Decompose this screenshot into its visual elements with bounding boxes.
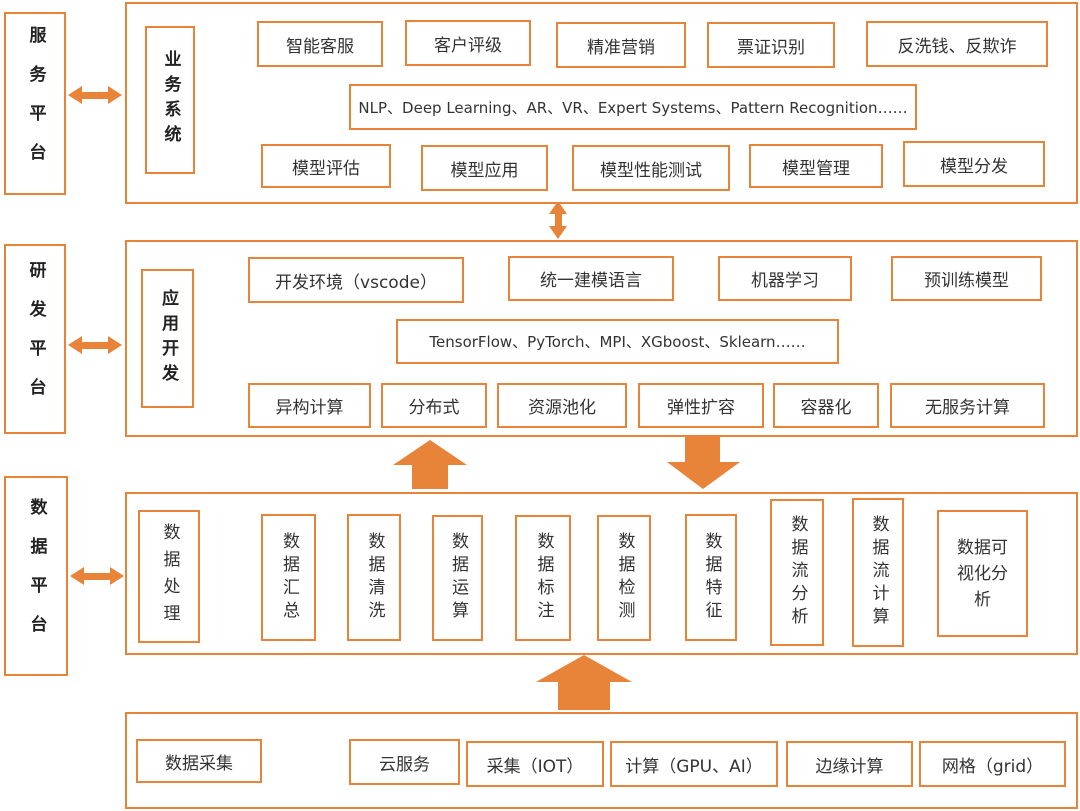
rnd-resource-pool: 资源池化 [497, 383, 627, 428]
service-layer-title: 业务系统 [145, 26, 195, 174]
service-platform-label: 服务平台 [4, 12, 66, 195]
service-item-smart-cs: 智能客服 [257, 21, 383, 67]
double-arrow-data [70, 567, 124, 585]
collect-data: 数据采集 [136, 739, 262, 783]
up-arrow-data-to-rnd [393, 440, 467, 489]
rnd-ml: 机器学习 [718, 256, 852, 301]
service-tech-stack: NLP、Deep Learning、AR、VR、Expert Systems、P… [349, 84, 917, 130]
model-app: 模型应用 [421, 145, 548, 191]
rnd-dev-env: 开发环境（vscode） [248, 257, 464, 303]
model-eval: 模型评估 [261, 144, 391, 188]
service-item-rating: 客户评级 [405, 20, 531, 66]
data-item-stream-analysis: 数据流分析 [770, 499, 824, 646]
collect-gpu: 计算（GPU、AI） [610, 741, 778, 787]
up-arrow-collection-to-data [536, 655, 632, 710]
rnd-distributed: 分布式 [381, 383, 487, 428]
rnd-uml: 统一建模语言 [508, 256, 674, 301]
down-arrow-rnd-to-data [667, 437, 740, 489]
model-manage: 模型管理 [749, 144, 883, 188]
data-item-label: 数据标注 [515, 515, 571, 641]
rnd-elastic: 弹性扩容 [638, 383, 764, 428]
service-item-ticket: 票证识别 [707, 22, 835, 68]
double-arrow-service-rnd [549, 201, 567, 239]
rnd-layer-title: 应用开发 [141, 269, 194, 408]
data-platform-label: 数据平台 [4, 476, 68, 676]
rnd-tech-stack: TensorFlow、PyTorch、MPI、XGboost、Sklearn…… [396, 319, 839, 364]
data-item-clean: 数据清洗 [347, 514, 401, 641]
double-arrow-rnd [68, 336, 122, 354]
service-item-marketing: 精准营销 [556, 22, 686, 68]
rnd-pretrained: 预训练模型 [891, 256, 1042, 301]
model-perf-test: 模型性能测试 [572, 145, 730, 191]
data-visual-analysis: 数据可视化分析 [937, 510, 1028, 637]
data-visual-analysis-text: 数据可视化分析 [957, 537, 1008, 610]
model-distribute: 模型分发 [903, 141, 1045, 187]
data-item-summary: 数据汇总 [261, 514, 316, 641]
rnd-container: 容器化 [773, 383, 879, 428]
rnd-hetero-compute: 异构计算 [248, 383, 371, 428]
data-item-compute: 数据运算 [432, 515, 483, 641]
rnd-platform-label: 研发平台 [4, 244, 66, 434]
data-item-stream-compute: 数据流计算 [852, 498, 904, 647]
collect-iot: 采集（IOT） [466, 741, 604, 787]
collect-cloud: 云服务 [349, 739, 460, 785]
data-item-detect: 数据检测 [597, 515, 651, 641]
double-arrow-service [68, 86, 122, 104]
collect-edge: 边缘计算 [786, 741, 913, 787]
collect-grid: 网格（grid） [919, 741, 1066, 787]
service-item-aml: 反洗钱、反欺诈 [866, 21, 1048, 67]
data-processing: 数据处理 [138, 510, 200, 643]
data-item-feature: 数据特征 [685, 514, 737, 641]
rnd-serverless: 无服务计算 [890, 383, 1045, 428]
